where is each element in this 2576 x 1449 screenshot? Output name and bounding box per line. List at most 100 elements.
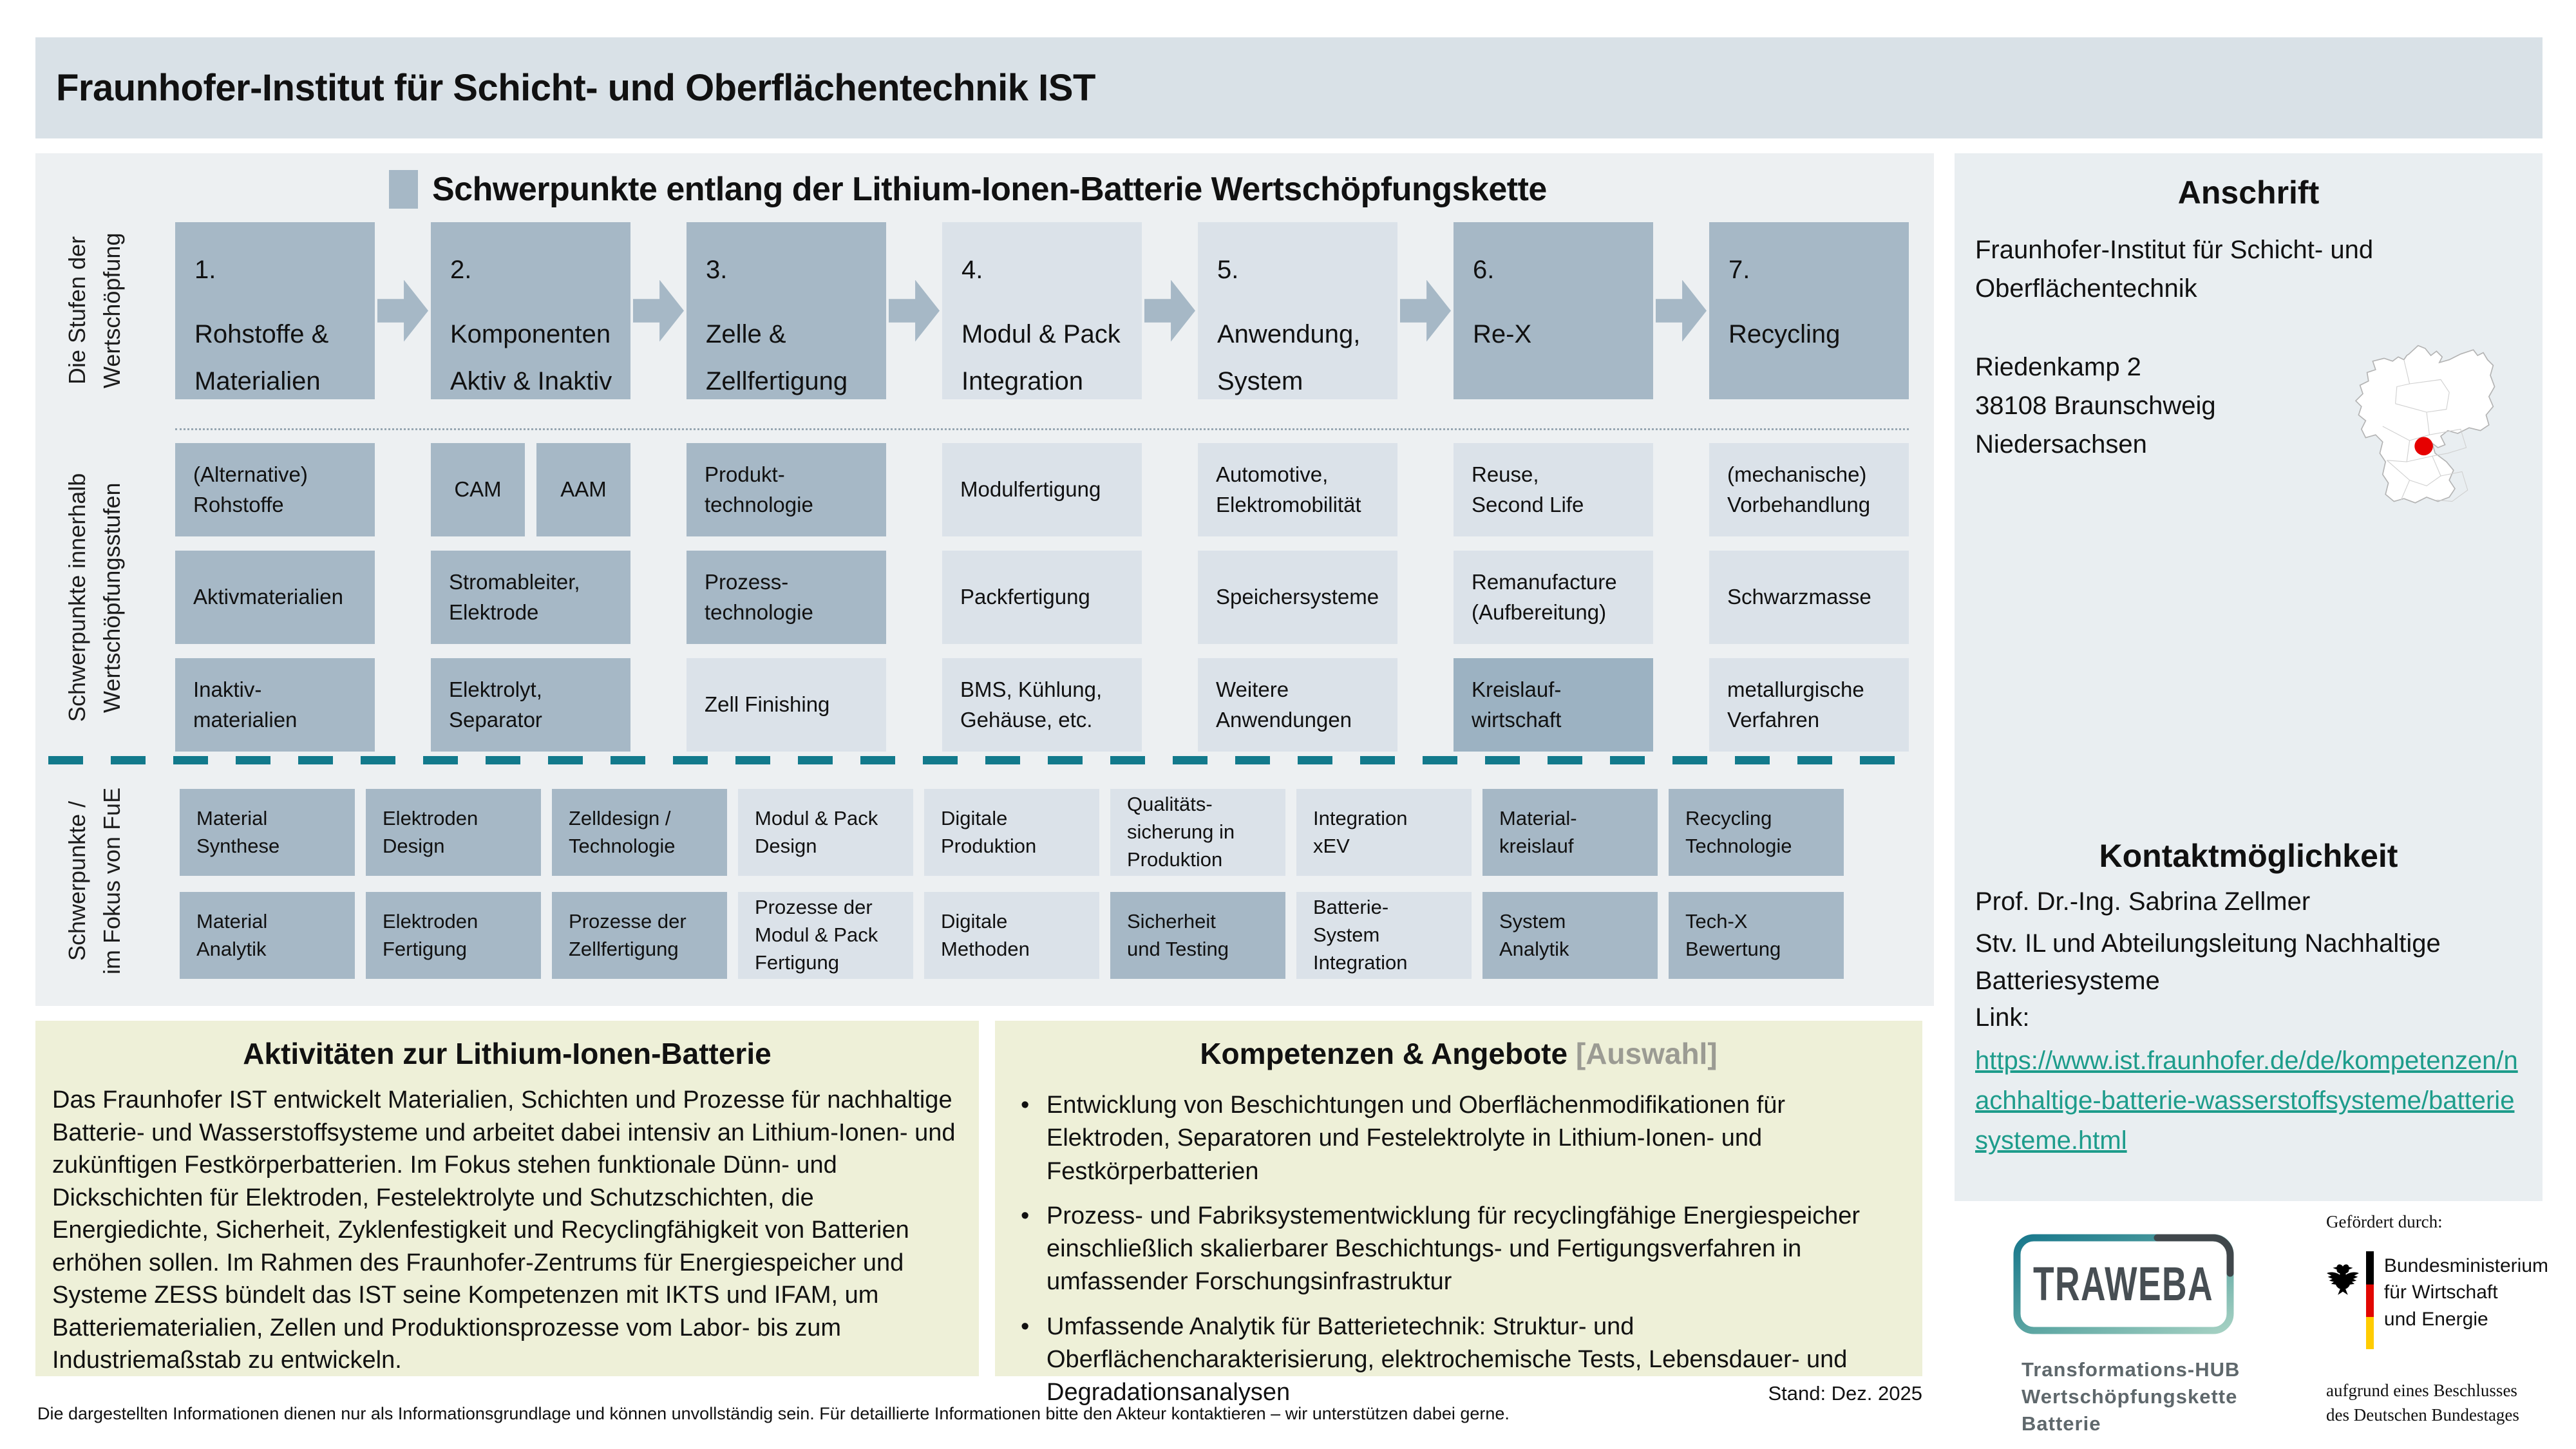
fue-cell: Integration xEV bbox=[1296, 789, 1472, 876]
ministry-logo-row: Bundesministerium für Wirtschaft und Ene… bbox=[2326, 1251, 2548, 1349]
activities-panel: Aktivitäten zur Lithium-Ionen-Batterie D… bbox=[35, 1021, 979, 1376]
chain-cell: Speichersysteme bbox=[1198, 551, 1397, 644]
chain-cell: Aktivmaterialien bbox=[175, 551, 375, 644]
chain-cell: AAM bbox=[536, 443, 630, 536]
chain-cell: Packfertigung bbox=[942, 551, 1142, 644]
stage-label: Rohstoffe & Materialien bbox=[194, 320, 329, 395]
stage-box-4: 4. Modul & Pack Integration bbox=[942, 222, 1142, 399]
stage-label: Modul & Pack Integration bbox=[961, 320, 1121, 395]
footer-disclaimer: Die dargestellten Informationen dienen n… bbox=[37, 1404, 1510, 1423]
chain-cell: CAM bbox=[431, 443, 525, 536]
fue-cell: Digitale Methoden bbox=[924, 892, 1099, 979]
arrow-gap bbox=[886, 222, 942, 399]
address-org: Fraunhofer-Institut für Schicht- und Obe… bbox=[1975, 236, 2374, 303]
competences-title-main: Kompetenzen & Angebote bbox=[1200, 1037, 1568, 1070]
stage-number: 6. bbox=[1473, 256, 1495, 284]
matrix-row: Aktivmaterialien Stromableiter, Elektrode… bbox=[175, 551, 1909, 644]
bullet-item: Umfassende Analytik für Batterietechnik:… bbox=[1017, 1311, 1904, 1410]
chain-cell: Automotive, Elektromobilität bbox=[1198, 443, 1397, 536]
fue-divider bbox=[48, 756, 1919, 764]
stage-box-5: 5.Anwendung, System bbox=[1198, 222, 1397, 399]
chain-cell: metallurgische Verfahren bbox=[1709, 658, 1909, 752]
arrow-right-icon bbox=[633, 279, 684, 342]
stage-row: 1. Rohstoffe & Materialien 2. Komponenten A… bbox=[175, 222, 1909, 399]
germany-map bbox=[2354, 345, 2496, 504]
chain-cell: Elektrolyt, Separator bbox=[431, 658, 630, 752]
stage-number: 2. bbox=[450, 256, 472, 284]
fue-cell: Modul & Pack Design bbox=[738, 789, 913, 876]
contact-link[interactable]: https://www.ist.fraunhofer.de/de/kompete… bbox=[1975, 1046, 2518, 1155]
contact-name: Prof. Dr.-Ing. Sabrina Zellmer bbox=[1975, 887, 2311, 916]
stage-number: 3. bbox=[706, 256, 728, 284]
chain-cell: (mechanische) Vorbehandlung bbox=[1709, 443, 1909, 536]
stage-number: 1. bbox=[194, 256, 216, 284]
germany-outline bbox=[2354, 345, 2496, 504]
arrow-gap bbox=[1397, 222, 1454, 399]
fue-cell: Material- kreislauf bbox=[1482, 789, 1658, 876]
arrow-right-icon bbox=[1400, 279, 1451, 342]
fue-cell: Prozesse der Zellfertigung bbox=[552, 892, 727, 979]
chain-cell: Stromableiter, Elektrode bbox=[431, 551, 630, 644]
competences-list: Entwicklung von Beschichtungen und Oberf… bbox=[1017, 1089, 1904, 1410]
chain-cell: Reuse, Second Life bbox=[1454, 443, 1653, 536]
address-city: 38108 Braunschweig bbox=[1975, 392, 2216, 420]
fue-cell: Zelldesign / Technologie bbox=[552, 789, 727, 876]
contact-heading: Kontaktmöglichkeit bbox=[2099, 838, 2398, 874]
stage-number: 4. bbox=[961, 256, 983, 284]
address-heading: Anschrift bbox=[2177, 175, 2320, 211]
stage-box-6: 6. Re-X bbox=[1454, 222, 1653, 399]
traweba-frame-icon: TRAWEBA bbox=[2013, 1234, 2234, 1334]
fue-cell: Batterie- System Integration bbox=[1296, 892, 1472, 979]
arrow-gap bbox=[630, 222, 687, 399]
fue-cell: Digitale Produktion bbox=[924, 789, 1099, 876]
state-borders bbox=[2382, 359, 2468, 502]
stage-box-7: 7.Recycling bbox=[1709, 222, 1909, 399]
stage-box-1: 1. Rohstoffe & Materialien bbox=[175, 222, 375, 399]
fue-cell: System Analytik bbox=[1482, 892, 1658, 979]
arrow-gap bbox=[1142, 222, 1198, 399]
row-label-stages: Die Stufen der Wertschöpfung bbox=[64, 232, 125, 388]
address-street: Riedenkamp 2 bbox=[1975, 353, 2141, 381]
header-bar: Fraunhofer-Institut für Schicht- und Obe… bbox=[35, 37, 2543, 138]
competences-panel: Kompetenzen & Angebote [Auswahl] Entwick… bbox=[995, 1021, 1922, 1406]
fue-cell: Elektroden Design bbox=[366, 789, 541, 876]
traweba-logo: TRAWEBA Transformations-HUB Wertschöpfun… bbox=[2012, 1233, 2270, 1437]
row-label-within: Schwerpunkte innerhalb Wertschöpfungsstu… bbox=[64, 473, 125, 723]
legend-swatch-icon bbox=[389, 170, 418, 209]
stage-label: Re-X bbox=[1473, 320, 1532, 348]
contact-role: Stv. IL und Abteilungsleitung Nachhaltig… bbox=[1975, 929, 2441, 995]
bullet-item: Entwicklung von Beschichtungen und Oberf… bbox=[1017, 1089, 1904, 1188]
ministry-name: Bundesministerium für Wirtschaft und Ene… bbox=[2383, 1255, 2548, 1330]
arrow-right-icon bbox=[377, 279, 428, 342]
flag-stripe-icon bbox=[2365, 1251, 2374, 1349]
federal-eagle-icon bbox=[2327, 1264, 2359, 1295]
fue-cell: Material Synthese bbox=[180, 789, 355, 876]
stage-number: 7. bbox=[1728, 256, 1750, 284]
chain-cell: Inaktiv- materialien bbox=[175, 658, 375, 752]
activities-body: Das Fraunhofer IST entwickelt Materialie… bbox=[52, 1086, 956, 1374]
arrow-gap bbox=[375, 222, 431, 399]
competences-title-suffix: [Auswahl] bbox=[1575, 1037, 1718, 1070]
location-marker bbox=[2414, 437, 2433, 456]
fue-cell: Recycling Technologie bbox=[1669, 789, 1844, 876]
row-label-fue: Schwerpunkte / im Fokus von FuE bbox=[64, 787, 125, 975]
traweba-wordmark: TRAWEBA bbox=[2033, 1257, 2213, 1311]
info-panel: Anschrift Fraunhofer-Institut für Schich… bbox=[1955, 153, 2543, 1201]
chain-cell: Kreislauf- wirtschaft bbox=[1454, 658, 1653, 752]
address-state: Niedersachsen bbox=[1975, 430, 2147, 459]
chain-cell: Modulfertigung bbox=[942, 443, 1142, 536]
competences-title: Kompetenzen & Angebote [Auswahl] bbox=[995, 1036, 1922, 1071]
stage-label: Komponenten Aktiv & Inaktiv bbox=[450, 320, 612, 395]
section-title-text: Schwerpunkte entlang der Lithium-Ionen-B… bbox=[432, 171, 1547, 208]
fue-cell: Tech-X Bewertung bbox=[1669, 892, 1844, 979]
fue-cell: Material Analytik bbox=[180, 892, 355, 979]
arrow-right-icon bbox=[1656, 279, 1707, 342]
chain-cell: Schwarzmasse bbox=[1709, 551, 1909, 644]
page-title: Fraunhofer-Institut für Schicht- und Obe… bbox=[56, 67, 1095, 109]
section-title: Schwerpunkte entlang der Lithium-Ionen-B… bbox=[389, 170, 1547, 209]
fue-cell: Elektroden Fertigung bbox=[366, 892, 541, 979]
